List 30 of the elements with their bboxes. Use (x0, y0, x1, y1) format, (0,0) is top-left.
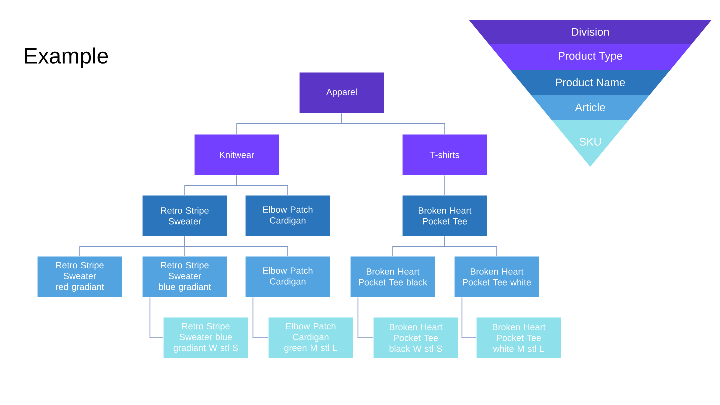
hierarchy-box: Broken Heart Pocket Tee black (350, 256, 436, 298)
hierarchy-box: Knitwear (194, 134, 280, 176)
slide-title: Example (25, 48, 108, 68)
connector-line (184, 236, 288, 257)
connector-line (342, 113, 446, 135)
hierarchy-box: Broken Heart Pocket Tee (402, 195, 488, 237)
hierarchy-box: Retro Stripe Sweater (142, 195, 228, 237)
connector-line (236, 175, 288, 196)
hierarchy-box: Retro Stripe Sweater blue gradiant (142, 256, 228, 298)
hierarchy-box: Elbow Patch Cardigan (245, 256, 331, 298)
hierarchy-box: Broken Heart Pocket Tee black W stl S (373, 317, 459, 359)
funnel-band: Article (531, 95, 650, 120)
connector-line (252, 297, 269, 338)
hierarchy-box: T-shirts (402, 134, 488, 176)
funnel-band: Product Name (510, 70, 671, 95)
funnel-band: Product Type (488, 44, 692, 70)
hierarchy-box: Elbow Patch Cardigan (245, 195, 331, 237)
connector-line (444, 236, 498, 257)
connector-line (444, 175, 446, 196)
connector-line (150, 297, 164, 338)
hierarchy-box: Elbow Patch Cardigan green M stl L (268, 317, 354, 359)
hierarchy-box: Broken Heart Pocket Tee white M stl L (476, 317, 562, 359)
hierarchy-box: Apparel (299, 72, 385, 114)
connector-line (462, 297, 477, 338)
funnel-band: Division (469, 20, 712, 44)
connector-line (358, 297, 374, 338)
funnel-band: SKU (552, 120, 630, 167)
hierarchy-box: Broken Heart Pocket Tee white (454, 256, 540, 298)
hierarchy-box: Retro Stripe Sweater blue gradiant W stl S (163, 317, 249, 359)
hierarchy-box: Retro Stripe Sweater red gradiant (37, 256, 123, 298)
